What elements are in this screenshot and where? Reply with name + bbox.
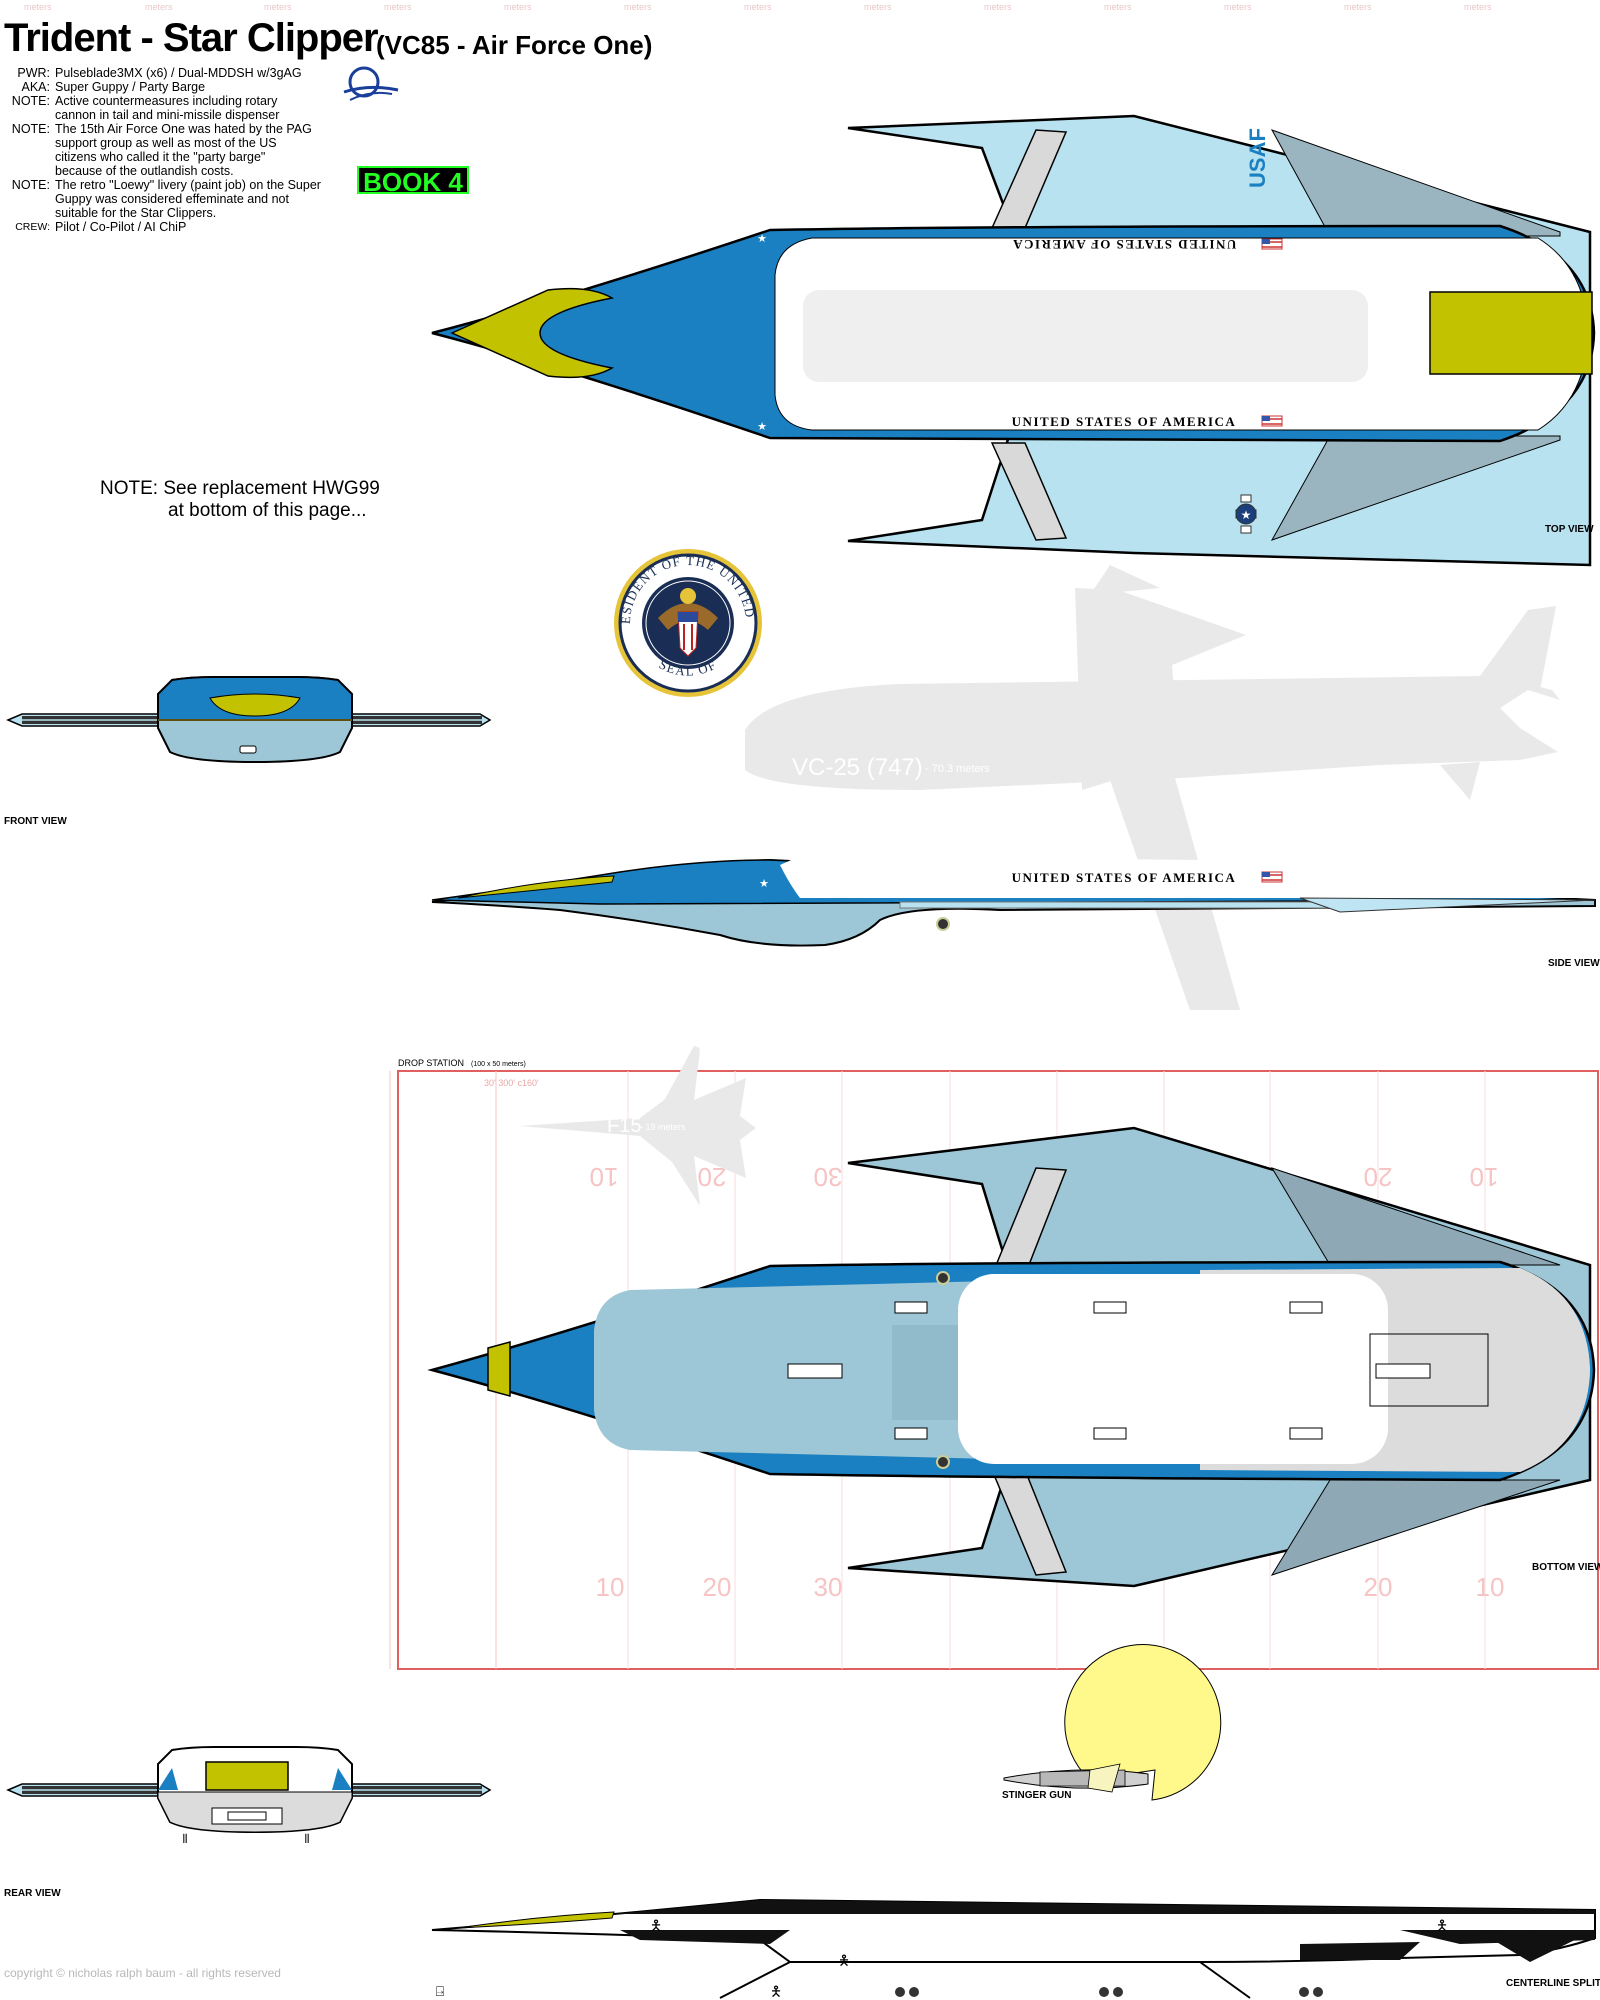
ruler-mark: meters bbox=[145, 2, 173, 12]
seal-text-bottom: SEAL OF bbox=[657, 657, 718, 679]
field-number: 10 bbox=[590, 1162, 619, 1192]
field-number: 30 bbox=[814, 1572, 843, 1602]
stinger-gun-label: STINGER GUN bbox=[1002, 1790, 1072, 1801]
usa-text-side: UNITED STATES OF AMERICA bbox=[1012, 870, 1237, 885]
rear-view: ⫴ ⫴ bbox=[6, 1746, 492, 1846]
ruler-mark: meters bbox=[504, 2, 532, 12]
replacement-note-prefix: NOTE: bbox=[100, 478, 159, 499]
us-flag-icon bbox=[1261, 238, 1283, 250]
top-ruler: meters meters meters meters meters meter… bbox=[24, 2, 1492, 12]
vc25-length: - 70.3 meters bbox=[925, 763, 990, 775]
vc25-ghost-silhouette: VC-25 (747) - 70.3 meters bbox=[745, 565, 1560, 1010]
spec-value: Pulseblade3MX (x6) / Dual-MDDSH w/3gAG bbox=[55, 66, 302, 80]
spec-crew: CREW: Pilot / Co-Pilot / AI ChiP bbox=[4, 220, 334, 234]
star-icon: ★ bbox=[759, 878, 769, 890]
spec-value: Active countermeasures including rotary … bbox=[55, 94, 280, 122]
spec-label: NOTE: bbox=[11, 178, 50, 192]
side-view: ★ UNITED STATES OF AMERICA bbox=[431, 856, 1596, 947]
drop-station-marks: 30' 300' c160' bbox=[484, 1078, 539, 1088]
ruler-mark: meters bbox=[744, 2, 772, 12]
top-view: ★ ★ UNITED STATES OF AMERICA UNITED STAT… bbox=[431, 114, 1596, 567]
ruler-mark: meters bbox=[624, 2, 652, 12]
hatch-panels bbox=[787, 1301, 1431, 1440]
ruler-mark: meters bbox=[1104, 2, 1132, 12]
page-subtitle: (VC85 - Air Force One) bbox=[376, 30, 653, 60]
spec-value: The 15th Air Force One was hated by the … bbox=[55, 122, 312, 178]
spec-label: NOTE: bbox=[11, 94, 50, 108]
us-flag-icon bbox=[1261, 415, 1283, 427]
ruler-mark: meters bbox=[1464, 2, 1492, 12]
page-title: Trident - Star Clipper bbox=[4, 16, 379, 60]
spec-note-livery: NOTE: The retro "Loewy" livery (paint jo… bbox=[4, 178, 322, 220]
crew-figure-icon: 🯅 bbox=[1436, 1917, 1448, 1933]
field-number: 10 bbox=[1476, 1572, 1505, 1602]
spec-note-party-barge: NOTE: The 15th Air Force One was hated b… bbox=[4, 122, 316, 178]
front-view-label: FRONT VIEW bbox=[4, 816, 67, 827]
svg-text:SEAL OF: SEAL OF bbox=[657, 657, 720, 679]
field-number: 10 bbox=[1470, 1162, 1499, 1192]
copyright-notice: copyright © nicholas ralph baum - all ri… bbox=[4, 1966, 281, 1980]
front-view bbox=[6, 676, 492, 764]
bottom-view-label: BOTTOM VIEW bbox=[1532, 1562, 1600, 1573]
replacement-note: NOTE: See replacement HWG99 at bottom of… bbox=[100, 478, 380, 522]
ruler-mark: meters bbox=[864, 2, 892, 12]
side-view-label: SIDE VIEW bbox=[1548, 958, 1600, 969]
stinger-gun-detail bbox=[1003, 1644, 1222, 1801]
spec-power: PWR: Pulseblade3MX (x6) / Dual-MDDSH w/3… bbox=[4, 66, 334, 80]
spec-value: The retro "Loewy" livery (paint job) on … bbox=[55, 178, 321, 220]
star-icon: ★ bbox=[757, 233, 767, 245]
landing-gear-icon: ⫴ bbox=[304, 1832, 309, 1846]
spec-label: NOTE: bbox=[11, 122, 50, 136]
door-icon: ⍈ bbox=[436, 1983, 444, 1999]
centerline-split-label: CENTERLINE SPLIT bbox=[1506, 1978, 1600, 1989]
svg-text:★: ★ bbox=[1241, 508, 1252, 522]
ruler-mark: meters bbox=[264, 2, 292, 12]
spec-label: PWR: bbox=[17, 66, 50, 80]
field-number: 10 bbox=[596, 1572, 625, 1602]
spec-aka: AKA: Super Guppy / Party Barge bbox=[4, 80, 334, 94]
field-number: 30 bbox=[814, 1162, 843, 1192]
f15-ghost-silhouette: F15 - 19 meters bbox=[520, 1046, 756, 1206]
ruler-mark: meters bbox=[24, 2, 52, 12]
book-badge: BOOK 4 bbox=[357, 166, 469, 196]
field-number: 20 bbox=[703, 1572, 732, 1602]
ruler-mark: meters bbox=[384, 2, 412, 12]
spec-list: PWR: Pulseblade3MX (x6) / Dual-MDDSH w/3… bbox=[4, 66, 334, 234]
usa-text-upside-down: UNITED STATES OF AMERICA bbox=[1012, 237, 1237, 252]
centerline-split-view: 🯅 🯅 🯅 🯅 ⍈ bbox=[431, 1898, 1596, 1999]
us-flag-icon bbox=[1261, 871, 1283, 883]
landing-wheels bbox=[895, 1987, 1323, 1997]
f15-length: - 19 meters bbox=[640, 1122, 686, 1132]
bottom-view bbox=[427, 1126, 1596, 1588]
spec-label: AKA: bbox=[21, 80, 51, 94]
star-icon: ★ bbox=[757, 421, 767, 433]
top-view-label: TOP VIEW bbox=[1545, 524, 1594, 535]
usaf-marking: USAF bbox=[1245, 128, 1270, 188]
vc25-label: VC-25 (747) bbox=[792, 754, 923, 781]
ruler-mark: meters bbox=[984, 2, 1012, 12]
replacement-note-line2: at bottom of this page... bbox=[168, 500, 367, 521]
drop-station-label: DROP STATION bbox=[398, 1058, 464, 1068]
ruler-mark: meters bbox=[1224, 2, 1252, 12]
crew-figure-icon: 🯅 bbox=[838, 1952, 850, 1968]
field-number: 20 bbox=[1364, 1572, 1393, 1602]
landing-gear-icon: ⫴ bbox=[182, 1832, 187, 1846]
spec-value: Super Guppy / Party Barge bbox=[55, 80, 206, 94]
spec-value: Pilot / Co-Pilot / AI ChiP bbox=[55, 220, 187, 234]
spec-label: CREW: bbox=[15, 221, 50, 233]
usa-text: UNITED STATES OF AMERICA bbox=[1012, 414, 1237, 429]
replacement-note-line1: See replacement HWG99 bbox=[163, 478, 380, 499]
drop-station-size: (100 x 50 meters) bbox=[471, 1061, 526, 1068]
spec-note-countermeasures: NOTE: Active countermeasures including r… bbox=[4, 94, 316, 122]
boeing-logo bbox=[343, 66, 399, 101]
f15-label: F15 bbox=[607, 1115, 641, 1137]
ruler-mark: meters bbox=[1344, 2, 1372, 12]
crew-figure-icon: 🯅 bbox=[770, 1983, 782, 1999]
field-number: 20 bbox=[1364, 1162, 1393, 1192]
roundel-icon: ★ bbox=[1235, 494, 1257, 534]
crew-figure-icon: 🯅 bbox=[650, 1917, 662, 1933]
rear-view-label: REAR VIEW bbox=[4, 1888, 61, 1899]
